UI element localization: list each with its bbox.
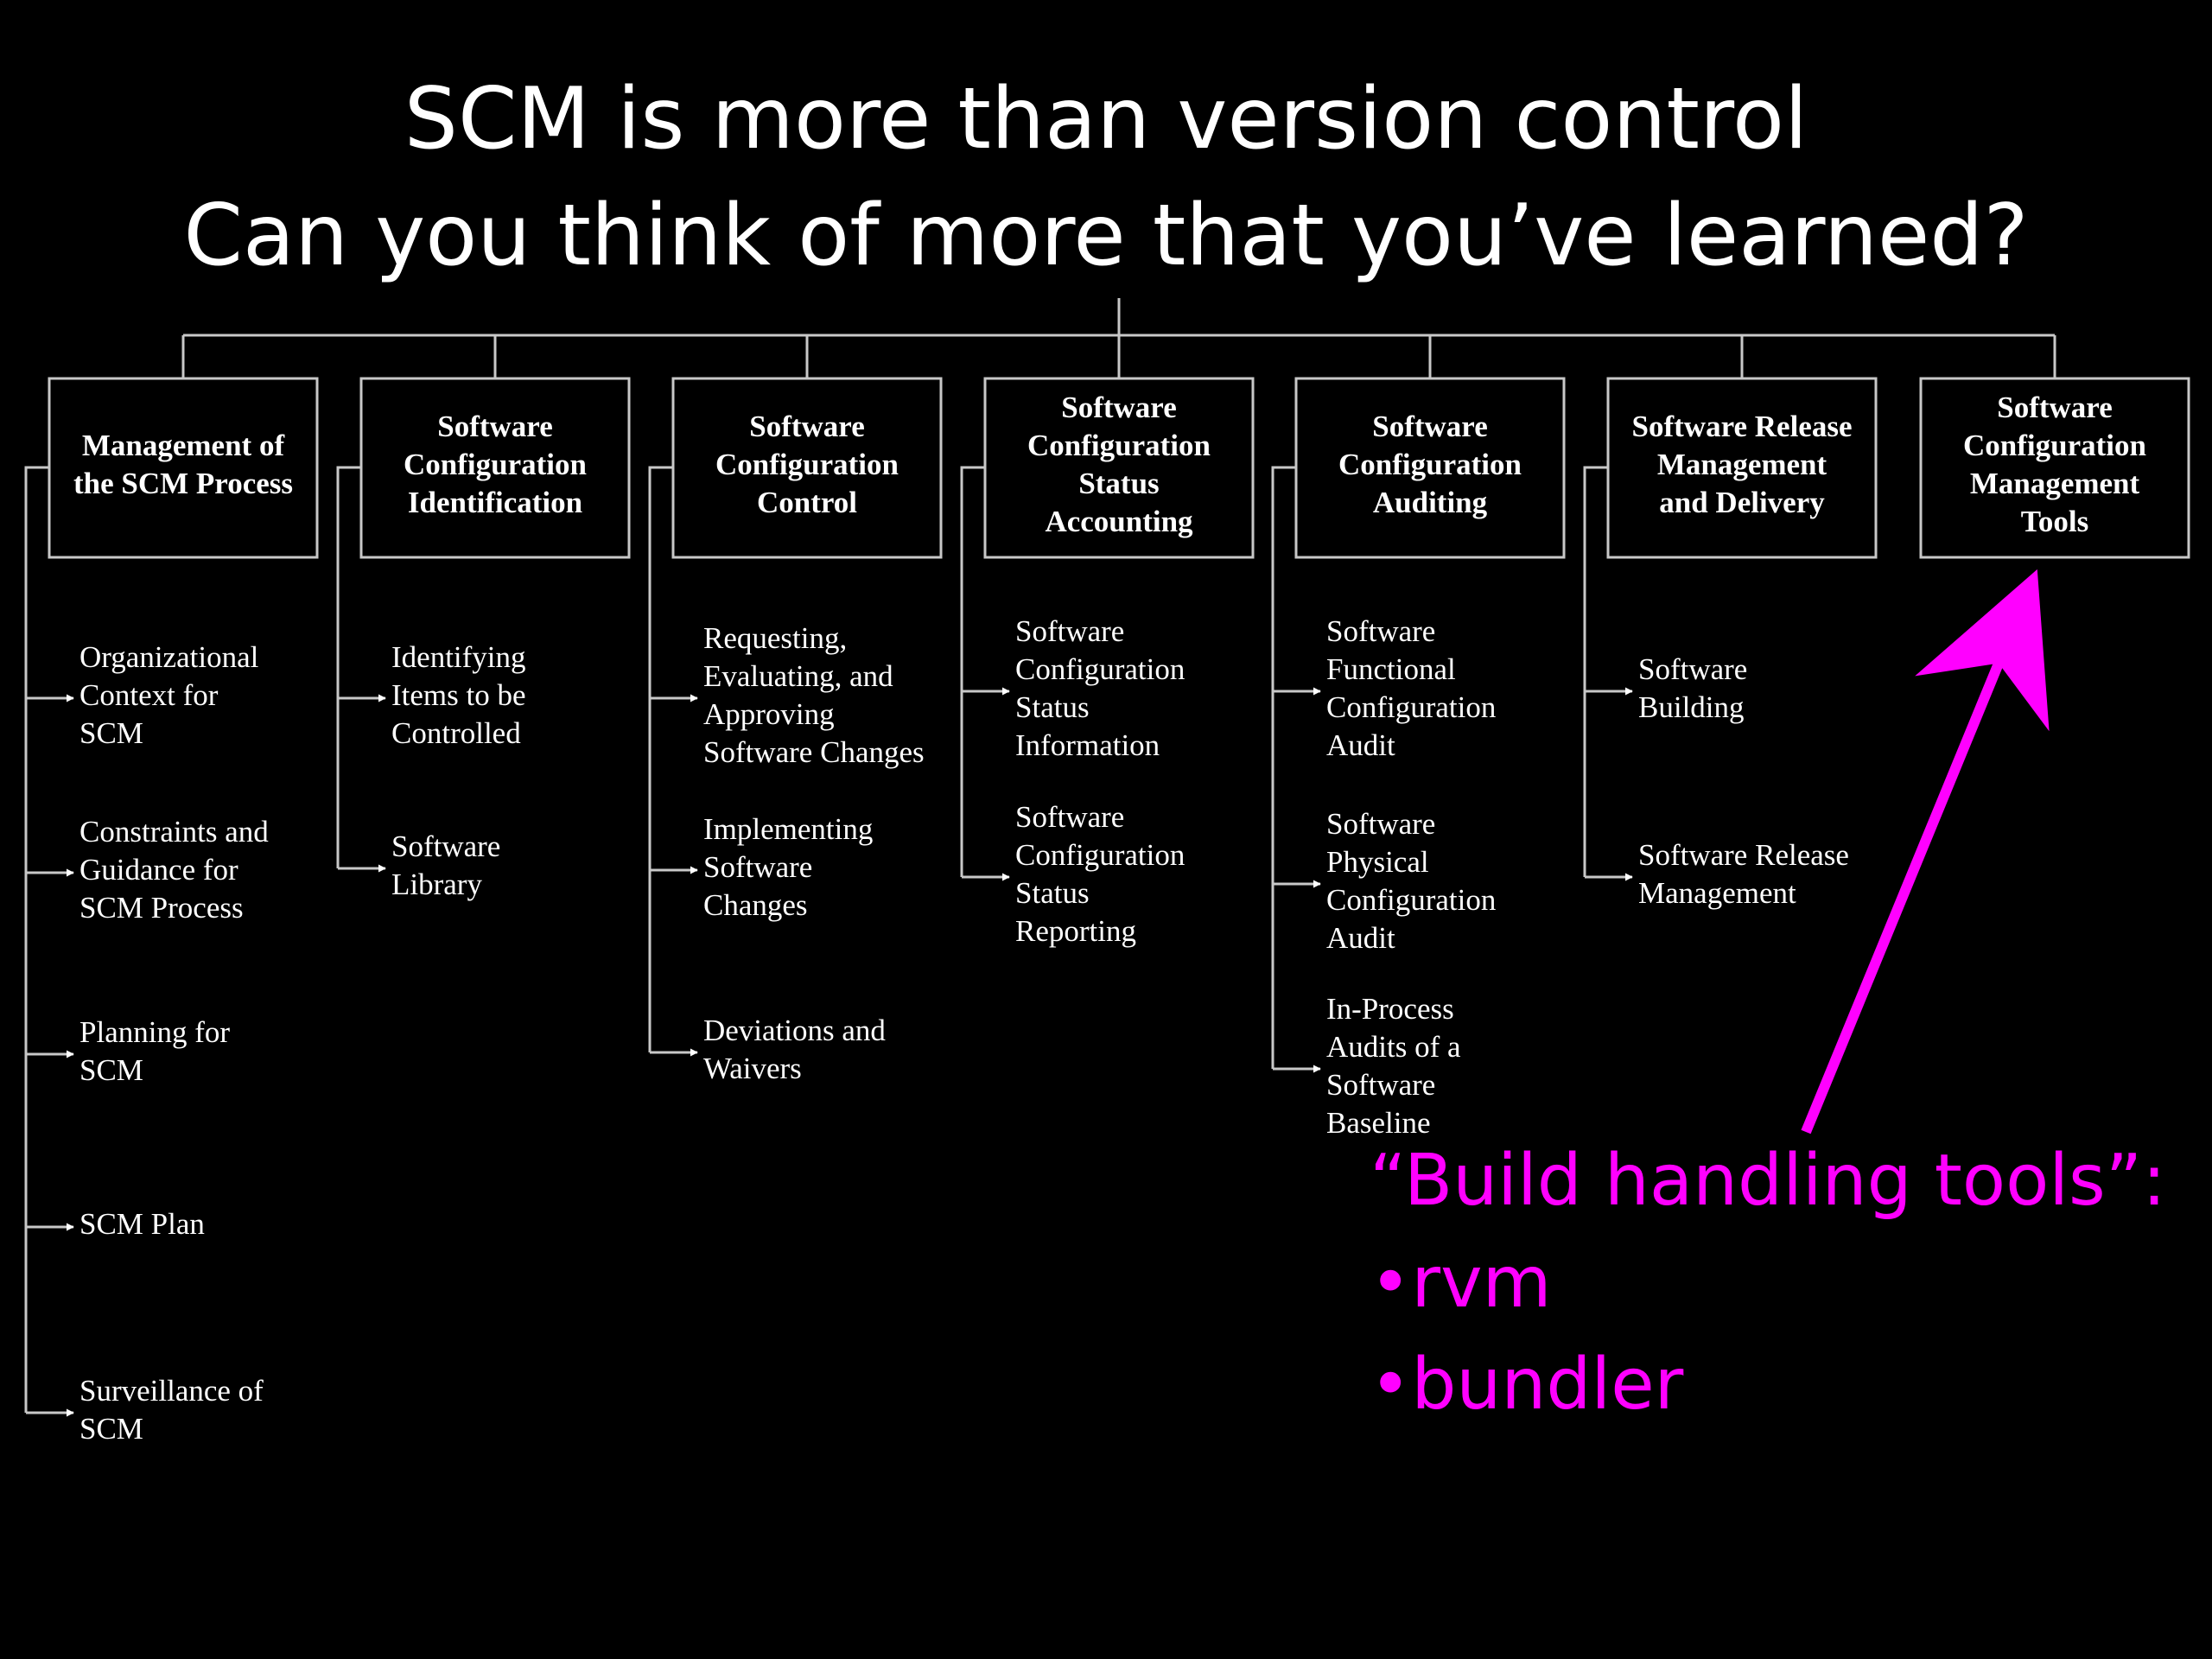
slide-title-line-2: Can you think of more that you’ve learne… — [183, 187, 2029, 285]
subtopic-text-line: Waivers — [703, 1052, 802, 1085]
subtopic-text-line: Audit — [1326, 728, 1395, 762]
category-boxes: Management of the SCM Process SoftwareConf… — [48, 377, 2190, 559]
category-title-line: Management of — [82, 429, 285, 462]
category-title-line: and Delivery — [1659, 486, 1825, 519]
category-title-line: the SCM Process — [73, 467, 293, 500]
subtopic-text-line: Functional — [1326, 652, 1456, 686]
subtopic-text-line: Software Release — [1638, 838, 1849, 872]
category-title-line: Software — [1997, 391, 2113, 424]
subtopic-text-line: Evaluating, and — [703, 659, 893, 693]
category-title-line: Auditing — [1373, 486, 1488, 519]
subtopic-text-line: Items to be — [391, 678, 526, 712]
category-title-line: Configuration — [404, 448, 587, 481]
category-title-line: Configuration — [1338, 448, 1522, 481]
subtopic-text-line: Configuration — [1326, 883, 1496, 917]
category-title-line: Identification — [408, 486, 582, 519]
subtopic-text-line: SCM — [79, 716, 143, 750]
subtopic-text-line: Requesting, — [703, 621, 847, 655]
subtopic-text-line: Identifying — [391, 640, 526, 674]
subtopic-text-line: Organizational — [79, 640, 259, 674]
annotation-bullet-bundler: •bundler — [1370, 1344, 1684, 1426]
subtopic-text-line: Reporting — [1015, 914, 1136, 948]
category-title-line: Management — [1970, 467, 2140, 500]
category-title-line: Software — [1372, 410, 1488, 443]
subtopic-text-line: Context for — [79, 678, 219, 712]
subtopic-text-line: Management — [1638, 876, 1796, 910]
category-title-line: Management — [1657, 448, 1827, 481]
child-bracket-line — [648, 466, 673, 1052]
category-title-line: Software — [1061, 391, 1177, 424]
subtopic-text-line: In-Process — [1326, 992, 1454, 1026]
subtopic-text-line: Physical — [1326, 845, 1429, 879]
category-box — [671, 377, 943, 559]
category-box — [1294, 377, 1566, 559]
subtopic-text-line: Controlled — [391, 716, 521, 750]
category-title-line: Tools — [2021, 505, 2088, 538]
category-box — [983, 377, 1255, 559]
subtopic-text-line: Software — [1015, 800, 1124, 834]
connector-lines — [24, 298, 2056, 1417]
child-bracket-line — [1583, 466, 1608, 877]
subtopic-text-line: Building — [1638, 690, 1745, 724]
child-bracket-line — [1271, 466, 1296, 1069]
subtopic-text-line: Implementing — [703, 812, 873, 846]
category-title-line: Software — [749, 410, 865, 443]
category-box — [48, 377, 319, 559]
category-title-line: Software — [437, 410, 553, 443]
subtopic-text-line: Surveillance of — [79, 1374, 264, 1408]
subtopic-text-line: Deviations and — [703, 1014, 886, 1047]
subtopic-text-line: Software — [703, 850, 812, 884]
annotation-heading: “Build handling tools”: — [1370, 1140, 2166, 1222]
child-bracket-line — [960, 466, 985, 877]
subtopic-text-line: SCM Process — [79, 891, 244, 925]
subtopic-text-line: Library — [391, 868, 482, 901]
child-bracket-line — [24, 466, 49, 1413]
subtopic-text-line: Configuration — [1326, 690, 1496, 724]
subtopic-text-line: SCM — [79, 1053, 143, 1087]
subtopic-text-line: Audits of a — [1326, 1030, 1461, 1064]
category-title-line: Accounting — [1045, 505, 1193, 538]
subtopic-text-line: SCM — [79, 1412, 143, 1446]
subtopic-text-line: Approving — [703, 697, 835, 731]
annotation-bullet-rvm: •rvm — [1370, 1242, 1552, 1324]
subtopic-text-line: Audit — [1326, 921, 1395, 955]
subtopic-text-line: Status — [1015, 876, 1090, 910]
subtopic-text-line: Information — [1015, 728, 1160, 762]
subtopic-text-line: Configuration — [1015, 838, 1185, 872]
category-title-line: Configuration — [1963, 429, 2146, 462]
subtopic-text-line: Software — [1326, 807, 1435, 841]
category-title-line: Status — [1078, 467, 1159, 500]
category-box — [1919, 377, 2190, 559]
subtopic-text-line: Baseline — [1326, 1106, 1431, 1140]
subtopic-text-line: Software Changes — [703, 735, 925, 769]
subtopic-text-line: Planning for — [79, 1015, 230, 1049]
category-box — [359, 377, 631, 559]
subtopic-text-line: Software — [391, 830, 500, 863]
subtopic-text-line: Software — [1326, 614, 1435, 648]
subtopic-text-line: Software — [1015, 614, 1124, 648]
subtopic-text-line: Changes — [703, 888, 808, 922]
subtopic-text-line: Software — [1638, 652, 1747, 686]
category-title-line: Control — [757, 486, 857, 519]
category-title-line: Configuration — [715, 448, 899, 481]
subtopic-text-line: Configuration — [1015, 652, 1185, 686]
child-bracket-line — [336, 466, 361, 868]
category-title-line: Configuration — [1027, 429, 1211, 462]
subtopic-text-line: Guidance for — [79, 853, 238, 887]
subtopic-text-line: Constraints and — [79, 815, 269, 849]
subtopic-text-line: Status — [1015, 690, 1090, 724]
slide-title-line-1: SCM is more than version control — [404, 70, 1808, 168]
category-box — [1606, 377, 1878, 559]
subtopic-text-line: Software — [1326, 1068, 1435, 1102]
category-title-line: Software Release — [1632, 410, 1853, 443]
annotation-arrow — [1801, 569, 2050, 1135]
subtopic-text-line: SCM Plan — [79, 1207, 205, 1241]
